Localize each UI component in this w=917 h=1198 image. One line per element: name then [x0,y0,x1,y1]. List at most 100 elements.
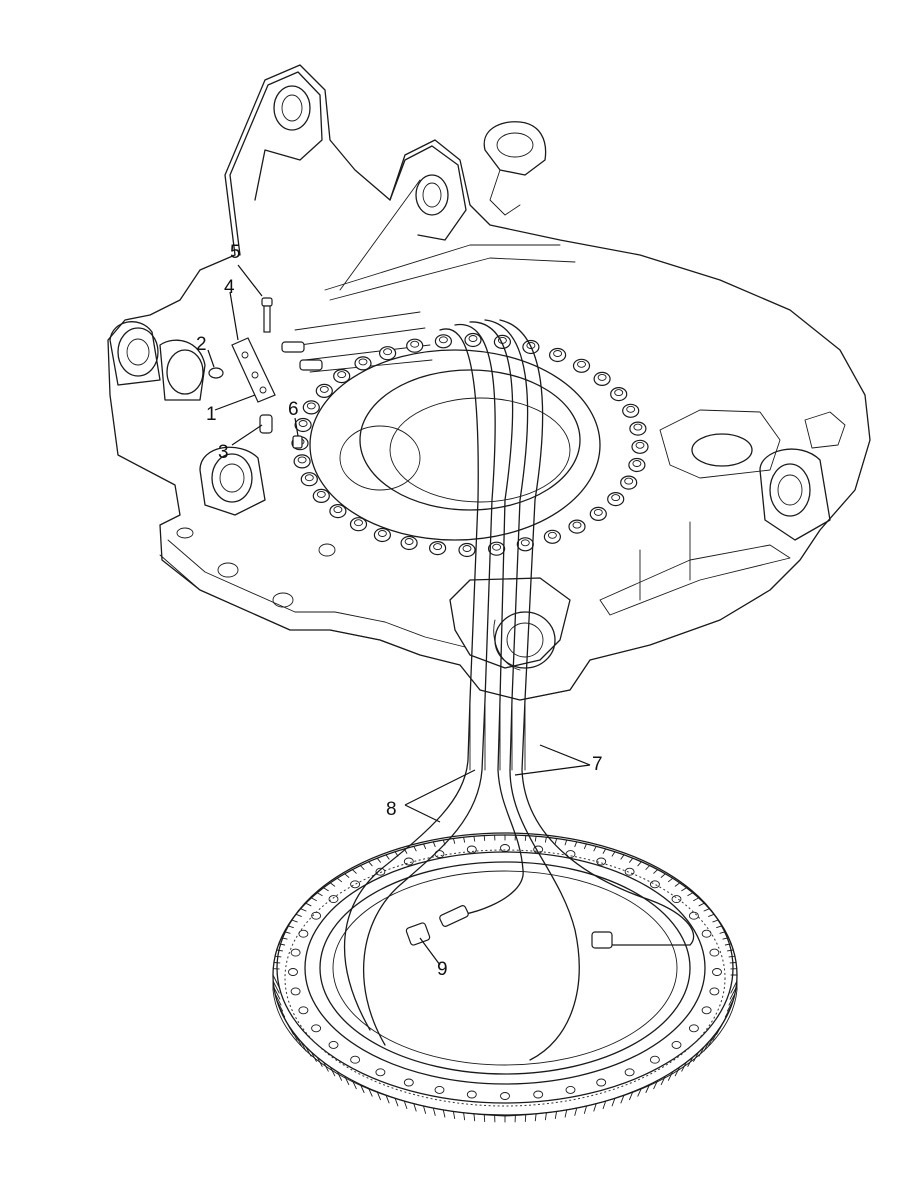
ring-hole [500,844,510,852]
gear-tooth [305,1046,312,1057]
gear-tooth [329,1066,336,1077]
callout-4: 4 [224,277,235,298]
ring-hole [596,857,607,866]
ring-hole [688,911,699,920]
callout-5: 5 [230,242,241,263]
gear-tooth [291,919,298,923]
bolt-hex [319,385,329,393]
gear-tooth [574,841,578,848]
gear-tooth [534,1113,537,1122]
gear-tooth [295,1035,302,1047]
gear-tooth [351,869,357,874]
gear-tooth [368,1087,373,1097]
gear-tooth [724,1005,732,1018]
bolt-hex [306,402,316,410]
gear-tooth [280,937,288,940]
gear-tooth [703,1040,710,1052]
callout-8: 8 [386,799,397,820]
gear-tooth [674,882,681,887]
ring-hole [298,1006,309,1015]
gear-tooth [524,1113,527,1122]
callout-3: 3 [218,442,229,463]
gear-tooth [728,993,736,1006]
gear-tooth [564,839,568,846]
gear-tooth [376,1091,381,1101]
gear-tooth [645,865,651,870]
ring-hole [712,968,722,976]
callout-2: 2 [196,334,207,355]
bolt-hex [624,477,634,485]
bolt-hex [377,530,387,537]
gear-tooth [403,1100,408,1110]
gear-tooth [698,902,705,907]
gear-tooth [708,1035,715,1047]
gear-tooth [712,919,719,923]
bolt-circle [291,332,649,558]
bolt-hex [410,340,420,348]
gear-tooth [432,1107,436,1116]
bolt-hex [298,420,308,427]
bolt-hex [577,360,586,368]
ring-hole [565,1085,576,1094]
ring-hole [311,911,322,920]
bolt-hex [304,474,314,482]
gear-tooth [278,943,286,946]
gear-tooth [463,1112,466,1121]
gear-tooth [394,1097,399,1107]
gear-tooth [653,869,659,874]
bolt-hex [337,371,347,379]
gear-tooth [452,838,456,844]
gear-tooth [712,1029,719,1041]
gear-tooth [336,1071,343,1081]
ring-hole [649,880,660,889]
gear-tooth [351,1079,357,1090]
gear-tooth [295,913,302,917]
gear-tooth [667,877,674,883]
gear-tooth [368,861,373,867]
ring-hole [701,929,712,938]
gear-tooth [660,1075,666,1086]
ring-hole [350,1055,361,1064]
gear-tooth [432,841,436,848]
gear-tooth [273,987,281,1000]
ring-hole [375,867,386,876]
callout-6: 6 [288,399,299,420]
ring-hole [533,845,544,854]
gear-tooth [323,1061,329,1072]
ring-hole [624,1068,635,1077]
bolt-hex [433,543,443,551]
gear-tooth [660,873,666,878]
bolt-hex [633,423,643,431]
gear-tooth [359,865,365,870]
gear-tooth [316,1056,323,1067]
gear-tooth [667,1071,674,1081]
gear-tooth [726,949,734,952]
gear-tooth [276,999,284,1012]
ring-hole [649,1055,660,1064]
callout-labels: 1 2 3 4 5 6 7 8 9 [196,242,603,980]
ring-hole [500,1092,510,1100]
gear-tooth [403,848,408,854]
gear-tooth [473,1113,476,1122]
gear-tooth [653,1079,659,1090]
gear-tooth [274,993,282,1006]
gear-tooth [280,1011,288,1024]
ring-hole [624,867,635,876]
gear-tooth [728,955,736,958]
callout-9: 9 [437,959,448,980]
gear-tooth [602,1100,607,1110]
slewing-ring [272,832,738,1117]
gear-tooth [272,974,280,988]
ring-hole [701,1006,712,1015]
gear-tooth [483,835,486,841]
bolt-hex [635,441,645,449]
bolt-hex [593,508,603,516]
bolt-hex [438,336,448,344]
gear-tooth [442,1109,446,1118]
gear-tooth [620,1094,625,1104]
gear-tooth [413,1103,417,1112]
ring-hole [466,1090,477,1099]
gear-tooth [283,931,291,934]
gear-tooth [376,857,381,863]
gear-tooth [423,1105,427,1114]
